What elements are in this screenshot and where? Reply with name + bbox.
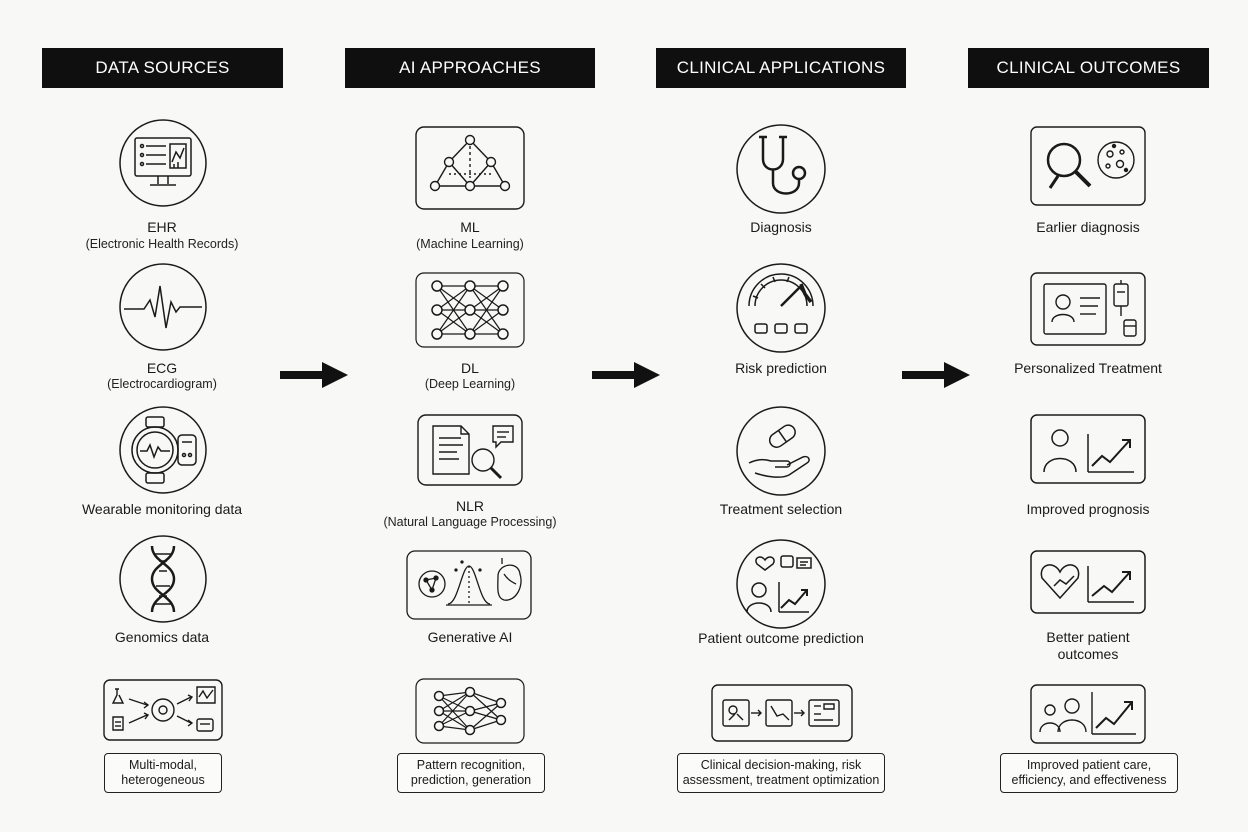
patient-record-icon xyxy=(1030,272,1146,346)
flow-arrow-2 xyxy=(592,362,660,388)
item-ecg-label: ECG xyxy=(146,360,178,376)
heartbeat-icon xyxy=(118,262,208,352)
summary-line: assessment, treatment optimization xyxy=(682,773,880,787)
decision-tree-icon xyxy=(415,126,525,210)
dna-icon xyxy=(118,534,208,624)
item-personalized-label: Personalized Treatment xyxy=(1014,360,1162,376)
summary-line: heterogeneous xyxy=(121,773,205,787)
item-earlier-diagnosis-label: Earlier diagnosis xyxy=(1036,219,1140,235)
computer-monitor-icon xyxy=(118,118,208,208)
person-growth-icon xyxy=(1030,414,1146,484)
label-line: Better patient xyxy=(1046,629,1130,645)
item-ecg-sub: (Electrocardiogram) xyxy=(107,377,217,391)
smartwatch-icon xyxy=(118,405,208,495)
pill-hand-icon xyxy=(735,405,827,497)
item-outcome-prediction-label: Patient outcome prediction xyxy=(698,630,864,646)
summary-line: prediction, generation xyxy=(410,773,532,787)
multimodal-data-icon xyxy=(103,679,223,741)
item-prognosis-label: Improved prognosis xyxy=(1026,501,1150,517)
summary-data-sources: Multi-modal, heterogeneous xyxy=(104,753,222,793)
header-data-sources: DATA SOURCES xyxy=(42,48,283,88)
header-clinical-applications: CLINICAL APPLICATIONS xyxy=(656,48,906,88)
label-line: outcomes xyxy=(1057,646,1119,662)
item-ehr-sub: (Electronic Health Records) xyxy=(85,237,239,251)
summary-ai-approaches: Pattern recognition, prediction, generat… xyxy=(397,753,545,793)
flow-arrow-1 xyxy=(280,362,348,388)
summary-line: Pattern recognition, xyxy=(416,758,526,772)
neural-network-icon xyxy=(415,272,525,348)
stethoscope-icon xyxy=(735,123,827,215)
item-ehr-label: EHR xyxy=(147,219,177,235)
item-ml-label: ML xyxy=(460,219,480,235)
item-diagnosis-label: Diagnosis xyxy=(750,219,812,235)
item-wearable-label: Wearable monitoring data xyxy=(81,501,243,517)
flow-arrow-3 xyxy=(902,362,970,388)
item-dl-sub: (Deep Learning) xyxy=(424,377,516,391)
gauge-icon xyxy=(735,262,827,354)
patient-outcome-icon xyxy=(735,538,827,630)
summary-line: Multi-modal, xyxy=(128,758,198,772)
summary-clinical-outcomes: Improved patient care, efficiency, and e… xyxy=(1000,753,1178,793)
summary-line: Clinical decision-making, risk xyxy=(700,758,862,772)
decision-workflow-icon xyxy=(711,684,853,742)
item-nlp-sub: (Natural Language Processing) xyxy=(383,515,557,529)
magnifier-cells-icon xyxy=(1030,126,1146,206)
item-better-outcomes-label: Better patient outcomes xyxy=(968,629,1208,663)
care-team-growth-icon xyxy=(1030,684,1146,744)
document-search-icon xyxy=(417,414,523,486)
heart-growth-icon xyxy=(1030,550,1146,614)
item-risk-label: Risk prediction xyxy=(735,360,827,376)
item-treatment-label: Treatment selection xyxy=(719,501,843,517)
item-genomics-label: Genomics data xyxy=(114,629,210,645)
item-dl-label: DL xyxy=(461,360,479,376)
item-nlp-label: NLR xyxy=(455,498,484,514)
summary-line: efficiency, and effectiveness xyxy=(1011,773,1167,787)
summary-line: Improved patient care, xyxy=(1026,758,1152,772)
summary-clinical-applications: Clinical decision-making, risk assessmen… xyxy=(677,753,885,793)
item-ml-sub: (Machine Learning) xyxy=(416,237,524,251)
item-genai-label: Generative AI xyxy=(427,629,513,645)
generative-ai-icon xyxy=(406,550,532,620)
network-pattern-icon xyxy=(415,678,525,744)
header-clinical-outcomes: CLINICAL OUTCOMES xyxy=(968,48,1209,88)
header-ai-approaches: AI APPROACHES xyxy=(345,48,595,88)
